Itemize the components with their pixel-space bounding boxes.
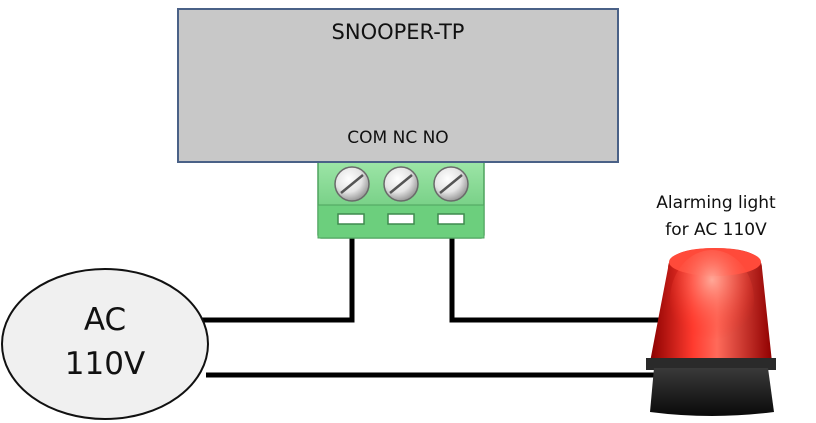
terminal-slot <box>387 213 415 225</box>
wires <box>190 236 660 378</box>
snooper-tp-device: SNOOPER-TP COM NC NO <box>177 8 619 163</box>
ac-source <box>1 268 209 420</box>
terminal-labels: COM NC NO <box>347 128 449 148</box>
terminal-screw-icon <box>433 166 469 202</box>
device-title: SNOOPER-TP <box>331 20 465 44</box>
ac-source-label: AC 110V <box>2 298 208 386</box>
ac-label-line2: 110V <box>64 346 146 382</box>
terminal-screw-icon <box>334 166 370 202</box>
ac-label-line1: AC <box>83 302 127 338</box>
terminal-block <box>317 159 485 239</box>
wire-no-to-light <box>449 236 660 323</box>
alarm-beacon-icon <box>646 248 776 416</box>
terminal-slot <box>337 213 365 225</box>
terminal-screw-icon <box>383 166 419 202</box>
wire-com-to-ac <box>190 236 355 323</box>
alarm-light-label: Alarming light for AC 110V <box>626 190 806 244</box>
alarm-light-label-line2: for AC 110V <box>665 220 767 240</box>
alarm-light-label-line1: Alarming light <box>656 193 776 213</box>
terminal-slot <box>437 213 465 225</box>
